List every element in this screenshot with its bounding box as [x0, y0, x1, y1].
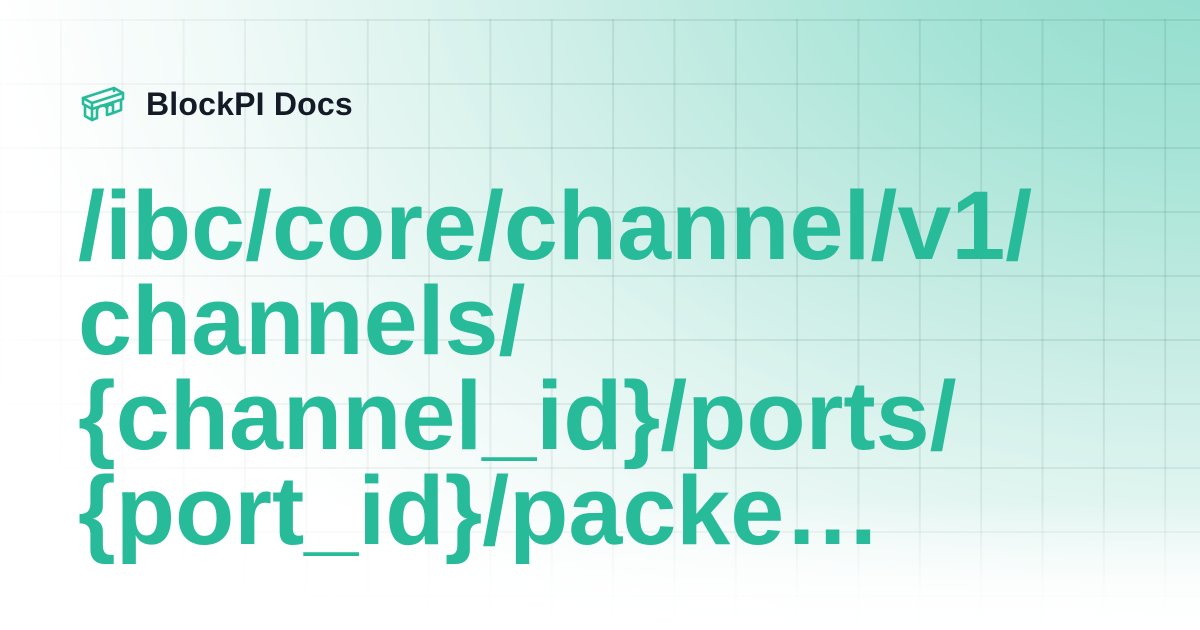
arch-block-icon: [81, 86, 125, 122]
background-corner-glow: [780, 0, 1200, 200]
title-line-4: {port_id}/packe…: [78, 456, 882, 565]
background-bottom-fade: [0, 500, 1200, 630]
brand-name: BlockPI Docs: [146, 86, 353, 122]
page-title: /ibc/core/channel/v1/ channels/ {channel…: [78, 171, 1138, 565]
title-line-1: /ibc/core/channel/v1/: [78, 171, 1033, 280]
title-line-3: {channel_id}/ports/: [78, 361, 957, 470]
title-line-2: channels/: [78, 266, 526, 375]
brand-header: BlockPI Docs: [80, 84, 353, 124]
